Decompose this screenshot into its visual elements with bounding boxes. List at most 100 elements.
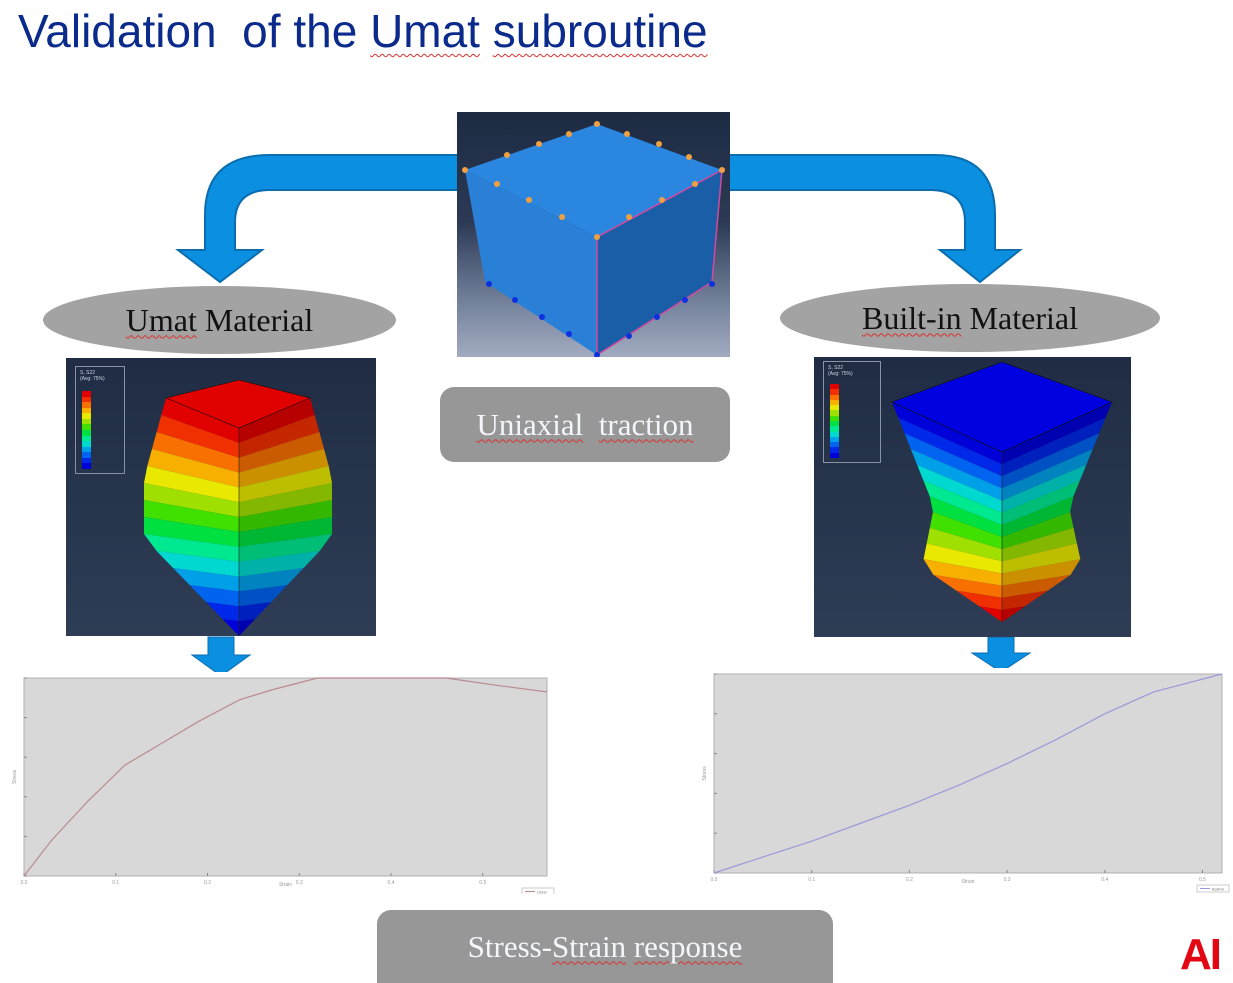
umat-material-label: Umat Material xyxy=(43,286,396,354)
legend-swatch xyxy=(830,452,839,458)
face-shade xyxy=(239,415,320,458)
x-tick-label: 0.2 xyxy=(204,880,211,886)
legend-swatch xyxy=(830,426,839,432)
face-shade xyxy=(1002,402,1112,465)
contour-band xyxy=(956,590,1002,610)
face-shade xyxy=(239,432,325,473)
contour-band xyxy=(1002,606,1025,622)
legend-swatch xyxy=(830,399,839,406)
load-markers xyxy=(462,121,725,240)
legend-swatch xyxy=(82,391,91,397)
contour-band xyxy=(1002,512,1074,550)
title-part: Validation of the xyxy=(18,5,371,57)
boundary-markers xyxy=(486,281,715,357)
x-tick-label: 0.4 xyxy=(388,880,395,886)
down-arrow-left-icon xyxy=(190,636,252,677)
contour-band xyxy=(910,449,1002,501)
contour-band xyxy=(144,534,239,562)
legend-label: Built-in xyxy=(1212,887,1224,892)
contour-band xyxy=(239,449,329,488)
contour-band xyxy=(144,466,239,503)
x-tick-label: 0.1 xyxy=(808,877,815,883)
series-line-umat xyxy=(23,677,548,877)
x-tick-label: 0.3 xyxy=(1004,877,1011,883)
label-word: Stress- xyxy=(467,928,553,964)
contour-band xyxy=(151,432,239,473)
legend-swatch xyxy=(82,424,91,430)
x-tick-label: 0.3 xyxy=(296,880,303,886)
x-tick-label: 0.1 xyxy=(112,880,119,886)
bent-arrow-right-icon xyxy=(727,154,1023,284)
legend-subtitle: (Avg: 75%) xyxy=(828,371,853,377)
umat-contour-image: S, S22 (Avg: 75%) xyxy=(66,358,376,636)
label-space xyxy=(626,929,634,965)
slide-title: Validation of the Umat subroutine xyxy=(18,4,708,58)
legend-swatch xyxy=(82,446,91,453)
legend-swatch xyxy=(830,389,839,395)
legend-title: S, S22 xyxy=(828,365,844,371)
label-word: response xyxy=(633,928,743,964)
contour-band xyxy=(239,415,320,458)
contour-band xyxy=(904,433,1002,489)
label-word: traction xyxy=(598,406,694,442)
legend-box xyxy=(1196,884,1230,893)
legend-swatch xyxy=(830,436,839,443)
contour-band xyxy=(206,602,239,622)
x-tick-label: 0.0 xyxy=(711,877,718,883)
legend-swatch xyxy=(830,420,839,427)
label-word: Material xyxy=(196,301,314,338)
contour-band xyxy=(1002,574,1071,598)
face-shade xyxy=(1002,480,1080,525)
x-tick-label: 0.4 xyxy=(1101,877,1108,883)
barrel-deformed-cube-icon xyxy=(144,379,332,636)
face-shade xyxy=(1002,559,1081,586)
cube-top-face xyxy=(165,379,311,429)
company-logo: AI xyxy=(1180,930,1222,979)
legend-label: Umat xyxy=(537,890,547,895)
contour-band xyxy=(1002,480,1080,525)
legend-swatch xyxy=(82,402,91,408)
contour-band xyxy=(923,480,1002,525)
contour-band xyxy=(239,602,272,622)
contour-band xyxy=(1002,402,1112,465)
contour-band xyxy=(892,402,1002,465)
contour-band xyxy=(929,512,1002,550)
legend-swatch xyxy=(82,418,91,425)
face-shade xyxy=(1002,449,1093,501)
face-shade xyxy=(1002,590,1048,610)
contour-band xyxy=(1002,449,1093,501)
contour-band xyxy=(898,417,1002,477)
face-shade xyxy=(239,449,329,488)
legend-swatch xyxy=(82,429,91,436)
legend-subtitle: (Avg: 75%) xyxy=(80,376,105,382)
contour-band xyxy=(156,551,239,577)
contour-band xyxy=(239,483,332,518)
contour-band xyxy=(1002,527,1077,562)
contour-band xyxy=(1002,590,1048,610)
contour-band xyxy=(1002,543,1081,574)
contour-band xyxy=(923,559,1002,586)
legend-box xyxy=(521,887,555,894)
legend-swatch xyxy=(82,413,91,419)
x-tick-label: 0.5 xyxy=(1199,877,1206,883)
contour-band xyxy=(1002,559,1081,586)
legend-swatch xyxy=(830,415,839,421)
x-tick-label: 0.0 xyxy=(21,880,28,886)
hourglass-deformed-cube-icon xyxy=(891,361,1113,622)
contour-band xyxy=(929,496,1002,537)
y-axis-label: Stress xyxy=(702,766,708,781)
face-shade xyxy=(239,551,320,577)
contour-band xyxy=(1002,464,1087,513)
contour-band xyxy=(189,585,239,607)
legend-swatch xyxy=(830,394,839,400)
down-arrow-right-icon xyxy=(970,636,1032,673)
x-axis-label: Strain xyxy=(279,882,292,888)
contour-band xyxy=(1002,496,1074,537)
builtin-material-label: Built-in Material xyxy=(780,284,1160,352)
legend-swatch xyxy=(830,431,839,437)
label-word: Strain xyxy=(552,928,627,964)
contour-band xyxy=(222,619,239,636)
face-shade xyxy=(1002,574,1071,598)
uniaxial-traction-label: Uniaxial traction xyxy=(440,387,730,462)
